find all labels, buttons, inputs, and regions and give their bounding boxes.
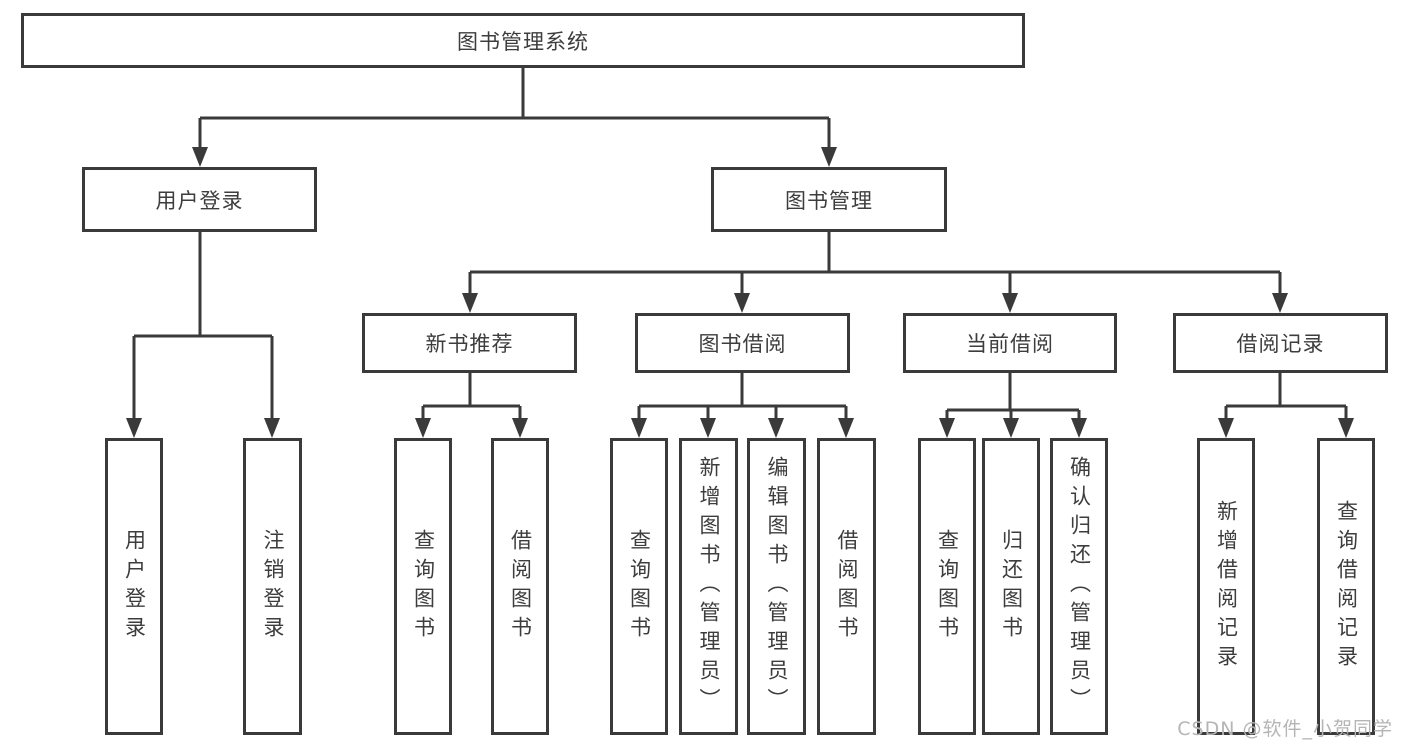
node-root-label: 图书管理系统 [457,29,589,54]
leaf-borrow-books-recommend: 借阅图书 [491,438,549,735]
node-root: 图书管理系统 [21,13,1025,68]
leaf-user-login-label: 用户登录 [122,528,147,645]
node-book-borrow: 图书借阅 [635,313,850,373]
leaf-logout: 注销登录 [243,438,302,735]
node-book-borrow-label: 图书借阅 [698,332,787,356]
node-book-management-label: 图书管理 [785,188,873,213]
node-borrow-records-label: 借阅记录 [1236,332,1325,356]
leaf-borrow-books-label: 借阅图书 [835,528,859,645]
connector-current-borrow-to-leaves [939,373,1087,438]
leaf-query-books-recommend-label: 查询图书 [411,528,436,645]
leaf-confirm-return-admin-label: 确认归还（管理员） [1067,456,1092,717]
connector-book-management-to-level3 [462,232,1288,313]
leaf-logout-label: 注销登录 [261,528,285,645]
leaf-query-borrow-record: 查询借阅记录 [1317,438,1375,735]
csdn-watermark: CSDN @软件_小贺同学 [1177,718,1393,740]
node-current-borrow-label: 当前借阅 [966,332,1054,356]
leaf-query-books-recommend: 查询图书 [394,438,452,735]
node-book-management: 图书管理 [711,167,947,232]
connector-book-borrow-to-leaves [631,373,854,438]
node-user-login: 用户登录 [82,167,317,232]
connector-new-book-recommend-to-leaves [415,373,528,438]
leaf-borrow-books: 借阅图书 [817,438,876,735]
leaf-return-book: 归还图书 [982,438,1040,735]
leaf-query-books-borrow-label: 查询图书 [627,528,652,645]
leaf-add-borrow-record-label: 新增借阅记录 [1214,499,1239,674]
node-borrow-records: 借阅记录 [1173,313,1388,373]
leaf-user-login: 用户登录 [105,438,163,735]
leaf-confirm-return-admin: 确认归还（管理员） [1050,438,1108,735]
leaf-query-borrow-record-label: 查询借阅记录 [1334,499,1359,674]
node-current-borrow: 当前借阅 [903,313,1117,373]
leaf-edit-book-admin: 编辑图书（管理员） [747,438,806,735]
leaf-add-borrow-record: 新增借阅记录 [1197,438,1255,735]
leaf-borrow-books-recommend-label: 借阅图书 [508,528,533,645]
leaf-add-book-admin-label: 新增图书（管理员） [697,456,721,717]
leaf-query-books-current-label: 查询图书 [935,528,960,645]
leaf-query-books-current: 查询图书 [918,438,976,735]
connector-borrow-records-to-leaves [1218,373,1354,438]
node-new-book-recommend-label: 新书推荐 [425,332,514,356]
node-user-login-label: 用户登录 [155,188,244,213]
connector-user-login-to-leaves [126,232,280,438]
connector-root-to-level2 [192,68,837,167]
leaf-return-book-label: 归还图书 [999,528,1024,645]
leaf-query-books-borrow: 查询图书 [610,438,668,735]
leaf-edit-book-admin-label: 编辑图书（管理员） [765,456,789,717]
leaf-add-book-admin: 新增图书（管理员） [679,438,738,735]
node-new-book-recommend: 新书推荐 [362,313,577,373]
